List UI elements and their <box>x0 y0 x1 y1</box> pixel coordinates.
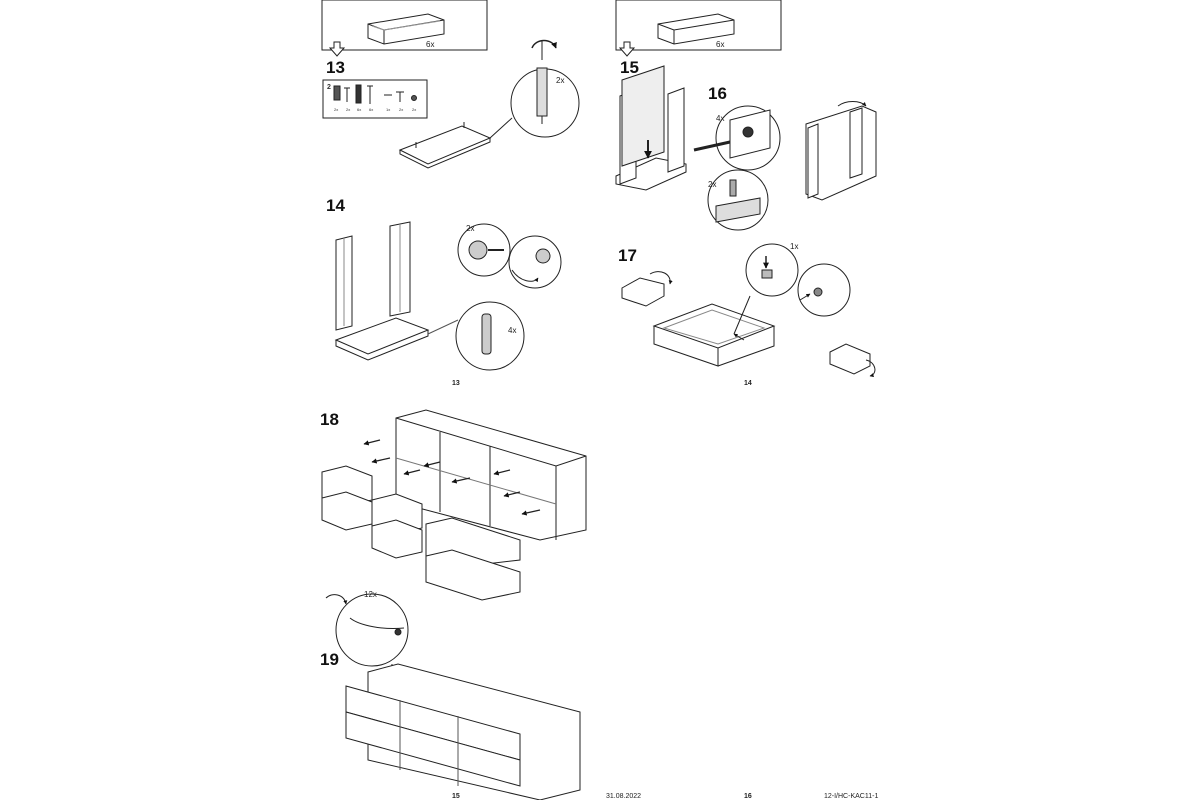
step19-cabinet <box>345 663 581 800</box>
right-page-number: 16 <box>744 793 752 800</box>
step14-dowel-count: 4x <box>508 326 517 335</box>
step14-dowel-magnifier <box>427 301 525 371</box>
step18-number: 18 <box>320 410 339 429</box>
step13-hardware-box <box>322 79 428 119</box>
step19-screw-count: 12x <box>364 590 377 599</box>
hardware-count-6: 2x <box>399 107 404 112</box>
hardware-count-3: 6x <box>357 107 362 112</box>
hardware-bag-label: 2 <box>327 84 331 91</box>
step18-pull-arrows <box>363 439 541 516</box>
footer-doc-code: 12-I/HC-KAC11-1 <box>824 793 879 800</box>
step16-cam-magnifier <box>707 169 769 231</box>
step13-base-panel <box>398 122 492 169</box>
step17-drawer-box <box>652 303 776 367</box>
step16-bolt-magnifier <box>693 105 781 171</box>
step15-number: 15 <box>620 58 639 77</box>
hardware-count-1: 2x <box>334 107 339 112</box>
footer-date: 31.08.2022 <box>606 793 642 800</box>
step13-magnifier <box>489 39 580 139</box>
step17-drawer-front <box>621 271 673 307</box>
step18-cabinet <box>395 409 587 541</box>
left-hollow-down-arrow <box>328 41 346 57</box>
hardware-count-4: 6x <box>369 107 374 112</box>
step13-number: 13 <box>326 58 345 77</box>
left-header-box <box>321 0 488 51</box>
right-inner-page-number: 14 <box>744 380 752 387</box>
step17-drawer-flip <box>829 343 876 378</box>
step14-side-panels <box>334 221 430 361</box>
step19-number: 19 <box>320 650 339 669</box>
step17-clip2-magnifier <box>797 263 851 317</box>
right-header-box <box>615 0 782 51</box>
step17-number: 17 <box>618 246 637 265</box>
step16-frame <box>805 101 877 201</box>
hardware-count-5: 1x <box>386 107 391 112</box>
hardware-count-2: 2x <box>346 107 351 112</box>
step14-cam-count: 2x <box>466 224 475 233</box>
left-header-count: 6x <box>426 40 435 49</box>
right-hollow-down-arrow <box>618 41 636 57</box>
step19-magnifier <box>325 593 409 691</box>
step14-cam-turn-magnifier <box>508 235 562 289</box>
step17-clip-magnifier <box>733 243 799 335</box>
step18-drawers <box>321 465 521 601</box>
hardware-count-7: 2x <box>412 107 417 112</box>
step17-clip-count: 1x <box>790 242 799 251</box>
step13-screw-count: 2x <box>556 76 565 85</box>
left-inner-page-number: 13 <box>452 380 460 387</box>
left-page-number: 15 <box>452 793 460 800</box>
step16-bolt-count: 4x <box>716 114 725 123</box>
right-header-count: 6x <box>716 40 725 49</box>
step15-assembly <box>615 65 687 191</box>
step14-number: 14 <box>326 196 345 215</box>
step14-cam-magnifier <box>457 223 511 277</box>
step16-number: 16 <box>708 84 727 103</box>
step16-cam-count: 2x <box>708 180 717 189</box>
